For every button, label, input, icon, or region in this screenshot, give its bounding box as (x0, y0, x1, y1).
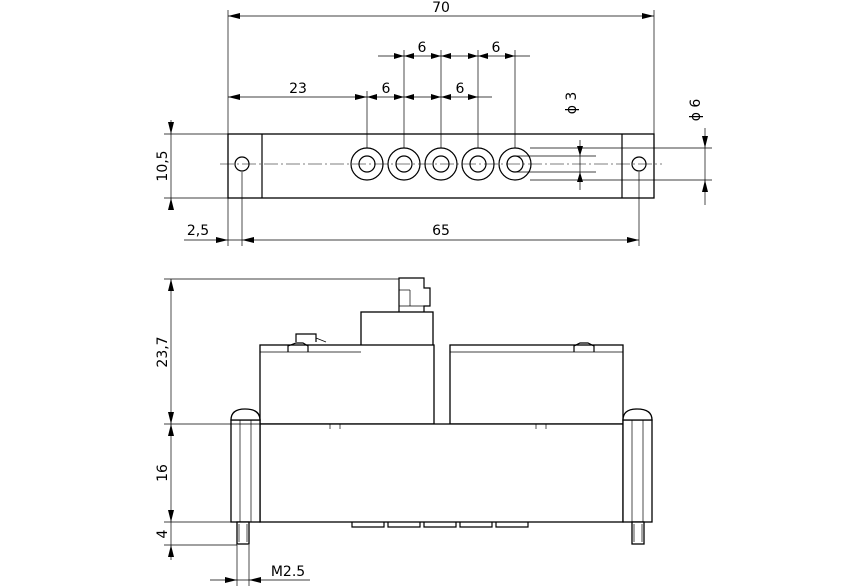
valve-module-left (259, 344, 435, 425)
dim-mounting-distance: 65 (432, 223, 450, 239)
mounting-post-left (230, 419, 261, 523)
dim-thread: M2.5 (271, 564, 305, 580)
dim-pitch-lower-1: 6 (382, 81, 391, 97)
connector-plug (398, 277, 431, 312)
dim-hole-diameter-large: ϕ 6 (688, 99, 704, 122)
thread-pin-right (631, 521, 645, 545)
connector-body (360, 311, 434, 347)
dim-top-height: 23,7 (155, 336, 171, 367)
screw-head-left (230, 408, 261, 421)
dim-overall-width: 70 (432, 0, 450, 16)
base-block (259, 423, 624, 523)
bottom-ports (351, 522, 529, 528)
mounting-post-right (622, 419, 653, 523)
dim-hole-diameter-small: ϕ 3 (564, 92, 580, 115)
latch-right (573, 342, 595, 352)
dim-pitch-upper-1: 6 (418, 40, 427, 56)
dim-pin-length: 4 (155, 529, 171, 538)
latch-left (287, 342, 309, 352)
side-dimensions: 23,7 16 4 M2.5 (155, 278, 399, 586)
dim-height: 10,5 (155, 150, 171, 181)
dim-pitch-lower-2: 6 (456, 81, 465, 97)
dim-base-height: 16 (155, 464, 171, 482)
screw-head-right (622, 408, 653, 421)
dim-edge-offset: 2,5 (187, 223, 209, 239)
dim-first-port-offset: 23 (289, 81, 307, 97)
top-dimensions: 70 6 6 23 6 6 ϕ 3 (155, 0, 712, 246)
thread-pin-left (236, 521, 250, 545)
valve-module-right (449, 344, 624, 425)
dim-pitch-upper-2: 6 (492, 40, 501, 56)
side-view (230, 277, 653, 545)
